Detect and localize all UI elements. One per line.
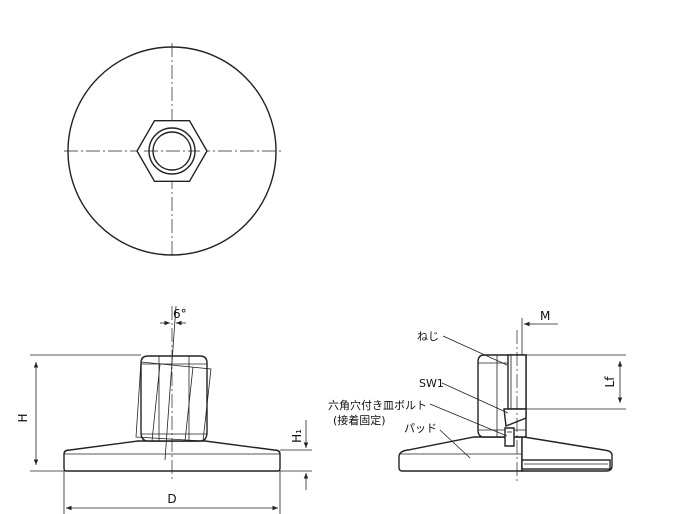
tilt-ghost-edge-2	[184, 366, 194, 442]
screw-leader	[442, 335, 508, 366]
front-view: 6° H H₁ D	[16, 305, 312, 514]
tilt-ghost-edge-1	[151, 363, 161, 442]
sw1-label: SW1	[419, 377, 444, 390]
section-view: M Lf ねじ SW1 六角穴付き皿ボルト (接着固定) パッド	[328, 309, 626, 482]
lf-label: Lf	[603, 376, 617, 388]
countersunk-bolt	[504, 427, 515, 447]
bolt-label-line2: (接着固定)	[333, 413, 386, 427]
pad-label: パッド	[404, 422, 437, 435]
h-label: H	[16, 413, 30, 422]
hex-stud-body	[140, 355, 208, 442]
bolt-label-line1: 六角穴付き皿ボルト	[328, 398, 427, 412]
angle-label: 6°	[173, 307, 187, 321]
d-label: D	[167, 492, 176, 506]
tilt-ghost-outline	[135, 361, 212, 442]
top-view	[64, 43, 282, 258]
section-pad-insert	[521, 459, 611, 470]
screw-label: ねじ	[417, 330, 439, 343]
sw1-leader	[441, 382, 509, 414]
h1-label: H₁	[290, 429, 304, 443]
bolt-leader	[429, 403, 508, 437]
m-label: M	[540, 309, 550, 323]
hex-socket	[503, 408, 527, 427]
pad-leader	[439, 429, 471, 459]
tilt-angle-line	[164, 305, 177, 461]
